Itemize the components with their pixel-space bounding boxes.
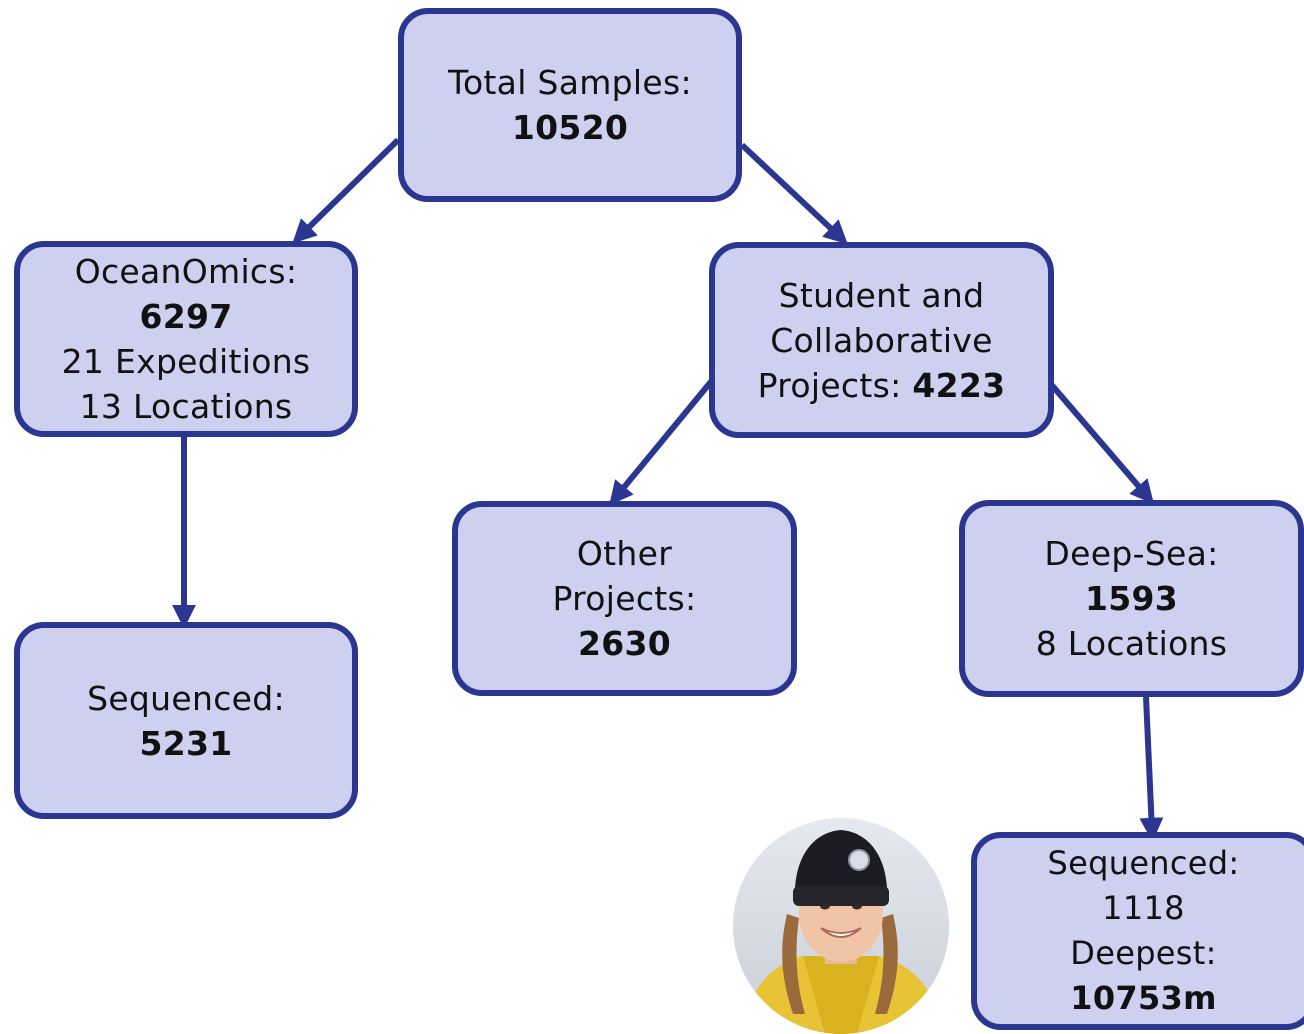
student-line3-label: Projects:: [757, 365, 902, 405]
arrow-deepsea-to-sequenced: [1139, 696, 1164, 842]
node-oceanomics: OceanOmics: 6297 21 Expeditions 13 Locat…: [14, 241, 358, 437]
total-samples-value: 10520: [511, 108, 629, 147]
oceanomics-label: OceanOmics:: [74, 252, 298, 291]
node-other-projects: Other Projects: 2630: [452, 501, 797, 696]
other-line1: Other: [576, 534, 673, 573]
node-total-samples: Total Samples: 10520: [398, 8, 742, 202]
total-samples-label: Total Samples:: [448, 63, 692, 102]
deepsea-locations: 8 Locations: [1035, 624, 1228, 663]
arrow-student-to-other: [609, 376, 717, 506]
deepest-label: Deepest:: [1070, 934, 1217, 972]
arrow-total-to-oceanomics: [292, 137, 401, 244]
oceanomics-sequenced-label: Sequenced:: [87, 678, 285, 718]
node-deep-sea-sequenced: Sequenced: 1118 Deepest: 10753m: [971, 832, 1304, 1030]
avatar: [733, 818, 949, 1034]
oceanomics-locations: 13 Locations: [79, 387, 293, 426]
person-photo-icon: [733, 818, 949, 1034]
deepsea-sequenced-label: Sequenced:: [1047, 844, 1240, 882]
deepest-value: 10753m: [1070, 979, 1217, 1017]
arrow-student-to-deepsea: [1047, 381, 1155, 505]
student-line1: Student and: [778, 275, 985, 315]
deepsea-sequenced-value: 1118: [1102, 889, 1185, 927]
oceanomics-expeditions: 21 Expeditions: [61, 342, 311, 381]
other-line2: Projects:: [552, 579, 697, 618]
oceanomics-sequenced-value: 5231: [139, 723, 233, 763]
deepsea-label: Deep-Sea:: [1044, 534, 1219, 573]
other-value: 2630: [577, 624, 672, 663]
student-value: 4223: [912, 365, 1006, 405]
node-student-collaborative: Student and Collaborative Projects: 4223: [709, 242, 1054, 438]
deepsea-value: 1593: [1084, 579, 1179, 618]
node-oceanomics-sequenced: Sequenced: 5231: [14, 622, 358, 819]
oceanomics-value: 6297: [139, 297, 233, 336]
node-deep-sea: Deep-Sea: 1593 8 Locations: [959, 500, 1304, 697]
student-line2: Collaborative: [770, 320, 993, 360]
arrow-total-to-student: [739, 142, 848, 245]
